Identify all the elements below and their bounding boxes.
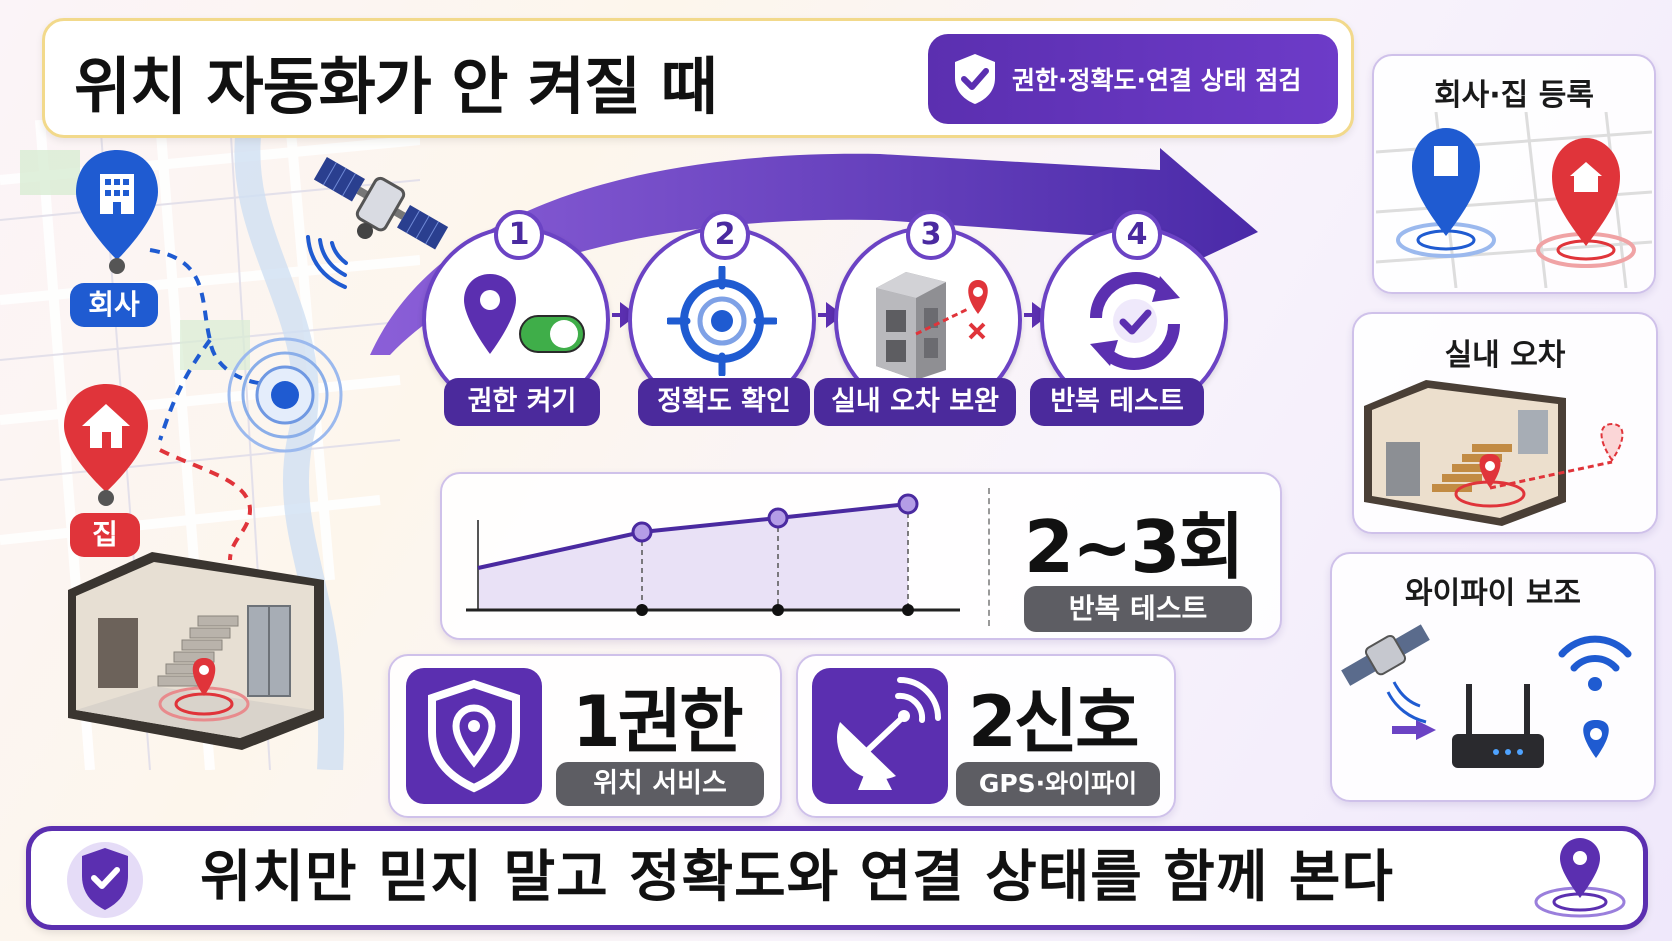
refresh-check-icon <box>1090 272 1180 370</box>
gps-signal-icon <box>227 337 343 453</box>
home-pin-icon <box>64 384 148 506</box>
satellite-icon <box>306 157 449 289</box>
indoor-error-panel-title: 실내 오차 <box>1444 338 1566 373</box>
indoor-building-illustration <box>68 552 324 750</box>
footer-text: 위치만 믿지 말고 정확도와 연결 상태를 함께 본다 <box>200 845 1394 910</box>
chart-divider <box>988 488 990 626</box>
step-4-label: 반복 테스트 <box>1030 378 1204 426</box>
company-pin-icon <box>76 150 158 274</box>
register-panel-title: 회사·집 등록 <box>1434 78 1594 113</box>
signal-stat: 2신호 <box>968 681 1140 763</box>
repeat-count: 2~3회 <box>1024 505 1245 589</box>
footer-location-icon <box>1534 838 1626 918</box>
page-title: 위치 자동화가 안 켜질 때 <box>74 50 718 123</box>
shield-location-icon <box>406 668 542 804</box>
step-2-label: 정확도 확인 <box>638 378 810 426</box>
wifi-assist-panel-title: 와이파이 보조 <box>1404 576 1582 611</box>
satellite-dish-icon <box>812 668 948 804</box>
step-3-label: 실내 오차 보완 <box>814 378 1016 426</box>
permission-caption: 위치 서비스 <box>556 762 764 806</box>
home-label: 집 <box>70 513 140 557</box>
title-badge-text: 권한·정확도·연결 상태 점검 <box>1012 66 1302 95</box>
building-error-icon <box>876 272 988 380</box>
step-1-number: 1 <box>494 210 544 260</box>
step-1-label: 권한 켜기 <box>444 378 600 426</box>
title-badge: 권한·정확도·연결 상태 점검 <box>928 34 1338 124</box>
wifi-assist-illustration <box>1341 624 1632 768</box>
company-label: 회사 <box>70 283 158 327</box>
location-toggle-icon <box>464 274 585 354</box>
step-3-number: 3 <box>906 210 956 260</box>
permission-stat: 1권한 <box>572 681 744 763</box>
shield-check-icon <box>955 54 995 104</box>
footer-bar <box>26 826 1648 930</box>
step-4-number: 4 <box>1112 210 1162 260</box>
flow-arrow <box>370 148 1258 355</box>
indoor-error-illustration <box>1364 380 1624 526</box>
repeat-test-chart <box>466 493 960 616</box>
step-2-number: 2 <box>700 210 750 260</box>
route-lines <box>149 248 282 561</box>
register-map-illustration <box>1376 112 1652 288</box>
signal-caption: GPS·와이파이 <box>956 762 1160 806</box>
footer-shield-check-icon <box>67 842 143 918</box>
target-icon <box>667 266 777 376</box>
repeat-caption: 반복 테스트 <box>1024 586 1252 632</box>
